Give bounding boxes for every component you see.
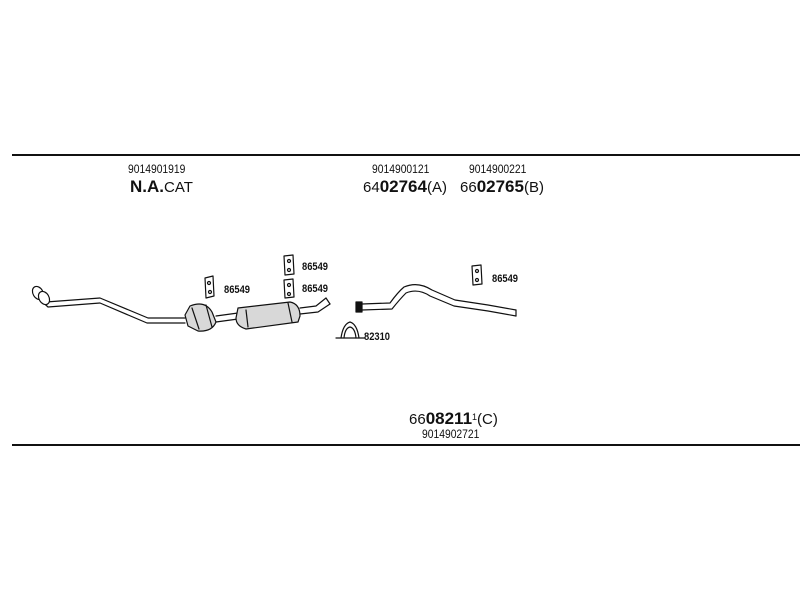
hanger-mid-bottom (283, 278, 295, 299)
middle-silencer (235, 301, 301, 330)
footer-code: 66082111(C) (409, 409, 498, 429)
tailpipe-stub (299, 297, 331, 315)
header-2-code-main: 02764 (379, 177, 427, 196)
hanger-left (204, 275, 215, 299)
header-3-code-prefix: 66 (460, 179, 477, 196)
header-2-code-prefix: 64 (363, 179, 380, 196)
header-2-code-suffix: (A) (426, 179, 447, 196)
header-3-number: 9014900221 (469, 162, 527, 176)
hanger-mid-top (283, 254, 295, 276)
bottom-rule (12, 444, 800, 446)
footer-number: 9014902721 (422, 427, 480, 441)
intermediate-pipe (215, 312, 239, 323)
part-label-hanger-left: 86549 (224, 284, 251, 296)
front-pipe (31, 285, 186, 324)
part-label-clamp: 82310 (364, 331, 391, 343)
part-label-hanger-mid-bottom: 86549 (302, 283, 329, 295)
clamp (335, 321, 365, 339)
catalytic-converter (184, 303, 217, 332)
header-1-code-suffix: CAT (164, 179, 193, 196)
header-2-number: 9014900121 (372, 162, 430, 176)
footer-code-suffix: (C) (477, 411, 498, 428)
header-3-code-main: 02765 (476, 177, 524, 196)
part-label-hanger-right: 86549 (492, 273, 519, 285)
footer-code-main: 08211 (425, 409, 473, 428)
footer-code-prefix: 66 (409, 411, 426, 428)
rear-pipe (355, 284, 517, 317)
footer-code-sup: 1 (472, 412, 478, 422)
header-1-number: 9014901919 (128, 162, 186, 176)
header-1-code: N.A.CAT (130, 177, 193, 197)
header-1-code-main: N.A. (130, 177, 164, 196)
part-label-hanger-mid-top: 86549 (302, 261, 329, 273)
header-3-code-suffix: (B) (523, 179, 544, 196)
header-3-code: 6602765(B) (460, 177, 544, 197)
top-rule (12, 154, 800, 156)
header-2-code: 6402764(A) (363, 177, 447, 197)
hanger-right (471, 264, 483, 286)
